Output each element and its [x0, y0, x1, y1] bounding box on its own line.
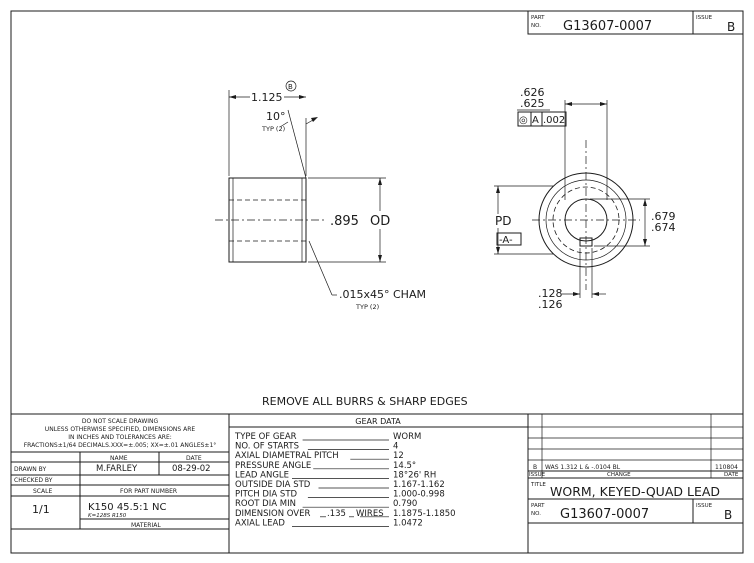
bore-dim-max: .626 — [520, 86, 545, 99]
gear-data-row: LEAD ANGLE 18°26' RH — [235, 470, 436, 480]
gear-data-row: OUTSIDE DIA STD 1.167-1.162 — [235, 480, 445, 490]
tolerance-value: .002 — [543, 115, 565, 126]
gear-data-label: NO. OF STARTS — [235, 442, 299, 452]
drawing-title: WORM, KEYED-QUAD LEAD — [550, 484, 720, 499]
gear-data-value: 1.167-1.162 — [393, 480, 445, 490]
bottom-part-no-label: NO. — [531, 511, 541, 517]
gear-data-row: ROOT DIA MIN 0.790 — [235, 499, 417, 509]
gear-data-title: GEAR DATA — [355, 417, 401, 426]
gear-data-label: ROOT DIA MIN — [235, 499, 296, 509]
slot-dim-max: .128 — [538, 287, 563, 300]
key-dim-min: .674 — [651, 221, 676, 234]
revision-description: WAS 1.312 L & -.0104 BL — [545, 464, 621, 471]
datum-label: -A- — [499, 235, 513, 246]
angle-dimension: 10° — [266, 110, 286, 123]
gear-data-label: OUTSIDE DIA STD — [235, 480, 311, 490]
part-no-label: NO. — [531, 23, 541, 29]
change-column-header: CHANGE — [607, 472, 631, 478]
part-label: PART — [531, 15, 545, 21]
gear-data-value: 1.1875-1.1850 — [393, 509, 456, 519]
drawn-by-label: DRAWN BY — [14, 466, 46, 473]
drawn-date: 08-29-02 — [172, 464, 211, 474]
issue-label: ISSUE — [696, 15, 713, 21]
od-label: OD — [370, 214, 390, 229]
note-line-4: FRACTIONS±1/64 DECIMALS.XXX=±.005; XX=±.… — [24, 442, 217, 449]
slot-dim-min: .126 — [538, 298, 563, 311]
top-title-block: PART NO. G13607-0007 ISSUE B — [527, 10, 744, 35]
wire-size: .135 — [327, 509, 346, 519]
title-label: TITLE — [530, 482, 546, 488]
gear-data-value: 1.000-0.998 — [393, 490, 445, 500]
tolerance-datum: A — [532, 115, 539, 126]
gear-data-value: 14.5° — [393, 461, 416, 471]
gear-data-value: 1.0472 — [393, 518, 423, 528]
revision-balloon-letter: B — [288, 83, 293, 91]
scale-header: SCALE — [33, 488, 52, 495]
name-header: NAME — [110, 455, 128, 462]
issue-column-header: ISSUE — [529, 472, 546, 478]
gear-data-row: TYPE OF GEAR WORM — [234, 432, 421, 442]
note-line-1: DO NOT SCALE DRAWING — [82, 418, 159, 425]
chamfer-typ-note: TYP (2) — [355, 303, 379, 311]
gear-data-label: LEAD ANGLE — [235, 470, 289, 480]
date-column-header: DATE — [724, 472, 739, 478]
gear-data-label: PRESSURE ANGLE — [235, 461, 311, 471]
part-number: G13607-0007 — [563, 19, 652, 34]
general-tolerance-block: DO NOT SCALE DRAWING UNLESS OTHERWISE SP… — [10, 413, 230, 554]
scale-value: 1/1 — [32, 503, 50, 516]
wires-label: WIRES — [356, 509, 384, 519]
concentricity-symbol: ◎ — [519, 115, 528, 126]
note-line-2: UNLESS OTHERWISE SPECIFIED, DIMENSIONS A… — [45, 426, 196, 433]
gear-data-value: 0.790 — [393, 499, 417, 509]
gear-data-value: 12 — [393, 451, 404, 461]
bore-dim-min: .625 — [520, 97, 545, 110]
date-header: DATE — [186, 455, 202, 462]
pd-label: PD — [495, 214, 511, 228]
gear-data-row: DIMENSION OVER 1.1875-1.1850 .135 WIRES — [235, 509, 456, 519]
checked-by-label: CHECKED BY — [14, 477, 53, 484]
for-part-header: FOR PART NUMBER — [120, 488, 177, 495]
gear-data-label: DIMENSION OVER — [235, 509, 310, 519]
gear-data-row: PITCH DIA STD 1.000-0.998 — [235, 490, 445, 500]
bottom-issue-label: ISSUE — [696, 503, 713, 509]
issue-value: B — [727, 20, 735, 34]
angle-typ-note: TYP (2) — [261, 125, 285, 133]
datum-box — [496, 232, 522, 246]
chamfer-callout: .015x45° CHAM — [339, 288, 426, 301]
bottom-part-label: PART — [531, 503, 545, 509]
key-dim-max: .679 — [651, 210, 676, 223]
revision-date: 110804 — [715, 464, 738, 471]
revision-letter: B — [533, 464, 537, 471]
gear-data-label: AXIAL DIAMETRAL PITCH — [235, 451, 339, 461]
side-view: 1.125 B 10° TYP (2) .895 OD .015x45° CHA… — [215, 80, 426, 311]
gear-data-label: TYPE OF GEAR — [234, 432, 297, 442]
gear-data-row: NO. OF STARTS 4 — [235, 442, 398, 452]
drawn-by-name: M.FARLEY — [96, 464, 138, 474]
gear-data-value: 18°26' RH — [393, 470, 436, 480]
gear-data-block: GEAR DATA TYPE OF GEAR WORM NO. OF STARTS 4… — [228, 413, 529, 554]
for-part-number: K150 45.5:1 NC — [88, 502, 166, 513]
gear-data-row: AXIAL DIAMETRAL PITCH 12 — [235, 451, 404, 461]
revision-balloon — [285, 80, 297, 92]
bottom-issue-value: B — [724, 508, 732, 522]
for-part-handwritten: K=128S R150 — [88, 513, 127, 519]
gear-data-row: AXIAL LEAD 1.0472 — [235, 518, 423, 528]
gear-data-label: AXIAL LEAD — [235, 518, 285, 528]
gear-data-value: 4 — [393, 442, 398, 452]
general-note: REMOVE ALL BURRS & SHARP EDGES — [262, 395, 468, 408]
bottom-part-number: G13607-0007 — [560, 507, 649, 522]
material-header: MATERIAL — [131, 522, 161, 529]
gear-data-label: PITCH DIA STD — [235, 490, 298, 500]
revision-title-block: B WAS 1.312 L & -.0104 BL 110804 ISSUE C… — [527, 413, 744, 554]
diameter-dimension: .895 — [330, 214, 359, 229]
note-line-3: IN INCHES AND TOLERANCES ARE: — [68, 434, 172, 441]
gear-data-value: WORM — [393, 432, 421, 442]
length-dimension: 1.125 — [251, 91, 283, 104]
gear-data-row: PRESSURE ANGLE 14.5° — [235, 461, 416, 471]
end-view: .626 .625 ◎ A .002 PD -A- .679 .674 — [494, 86, 676, 311]
